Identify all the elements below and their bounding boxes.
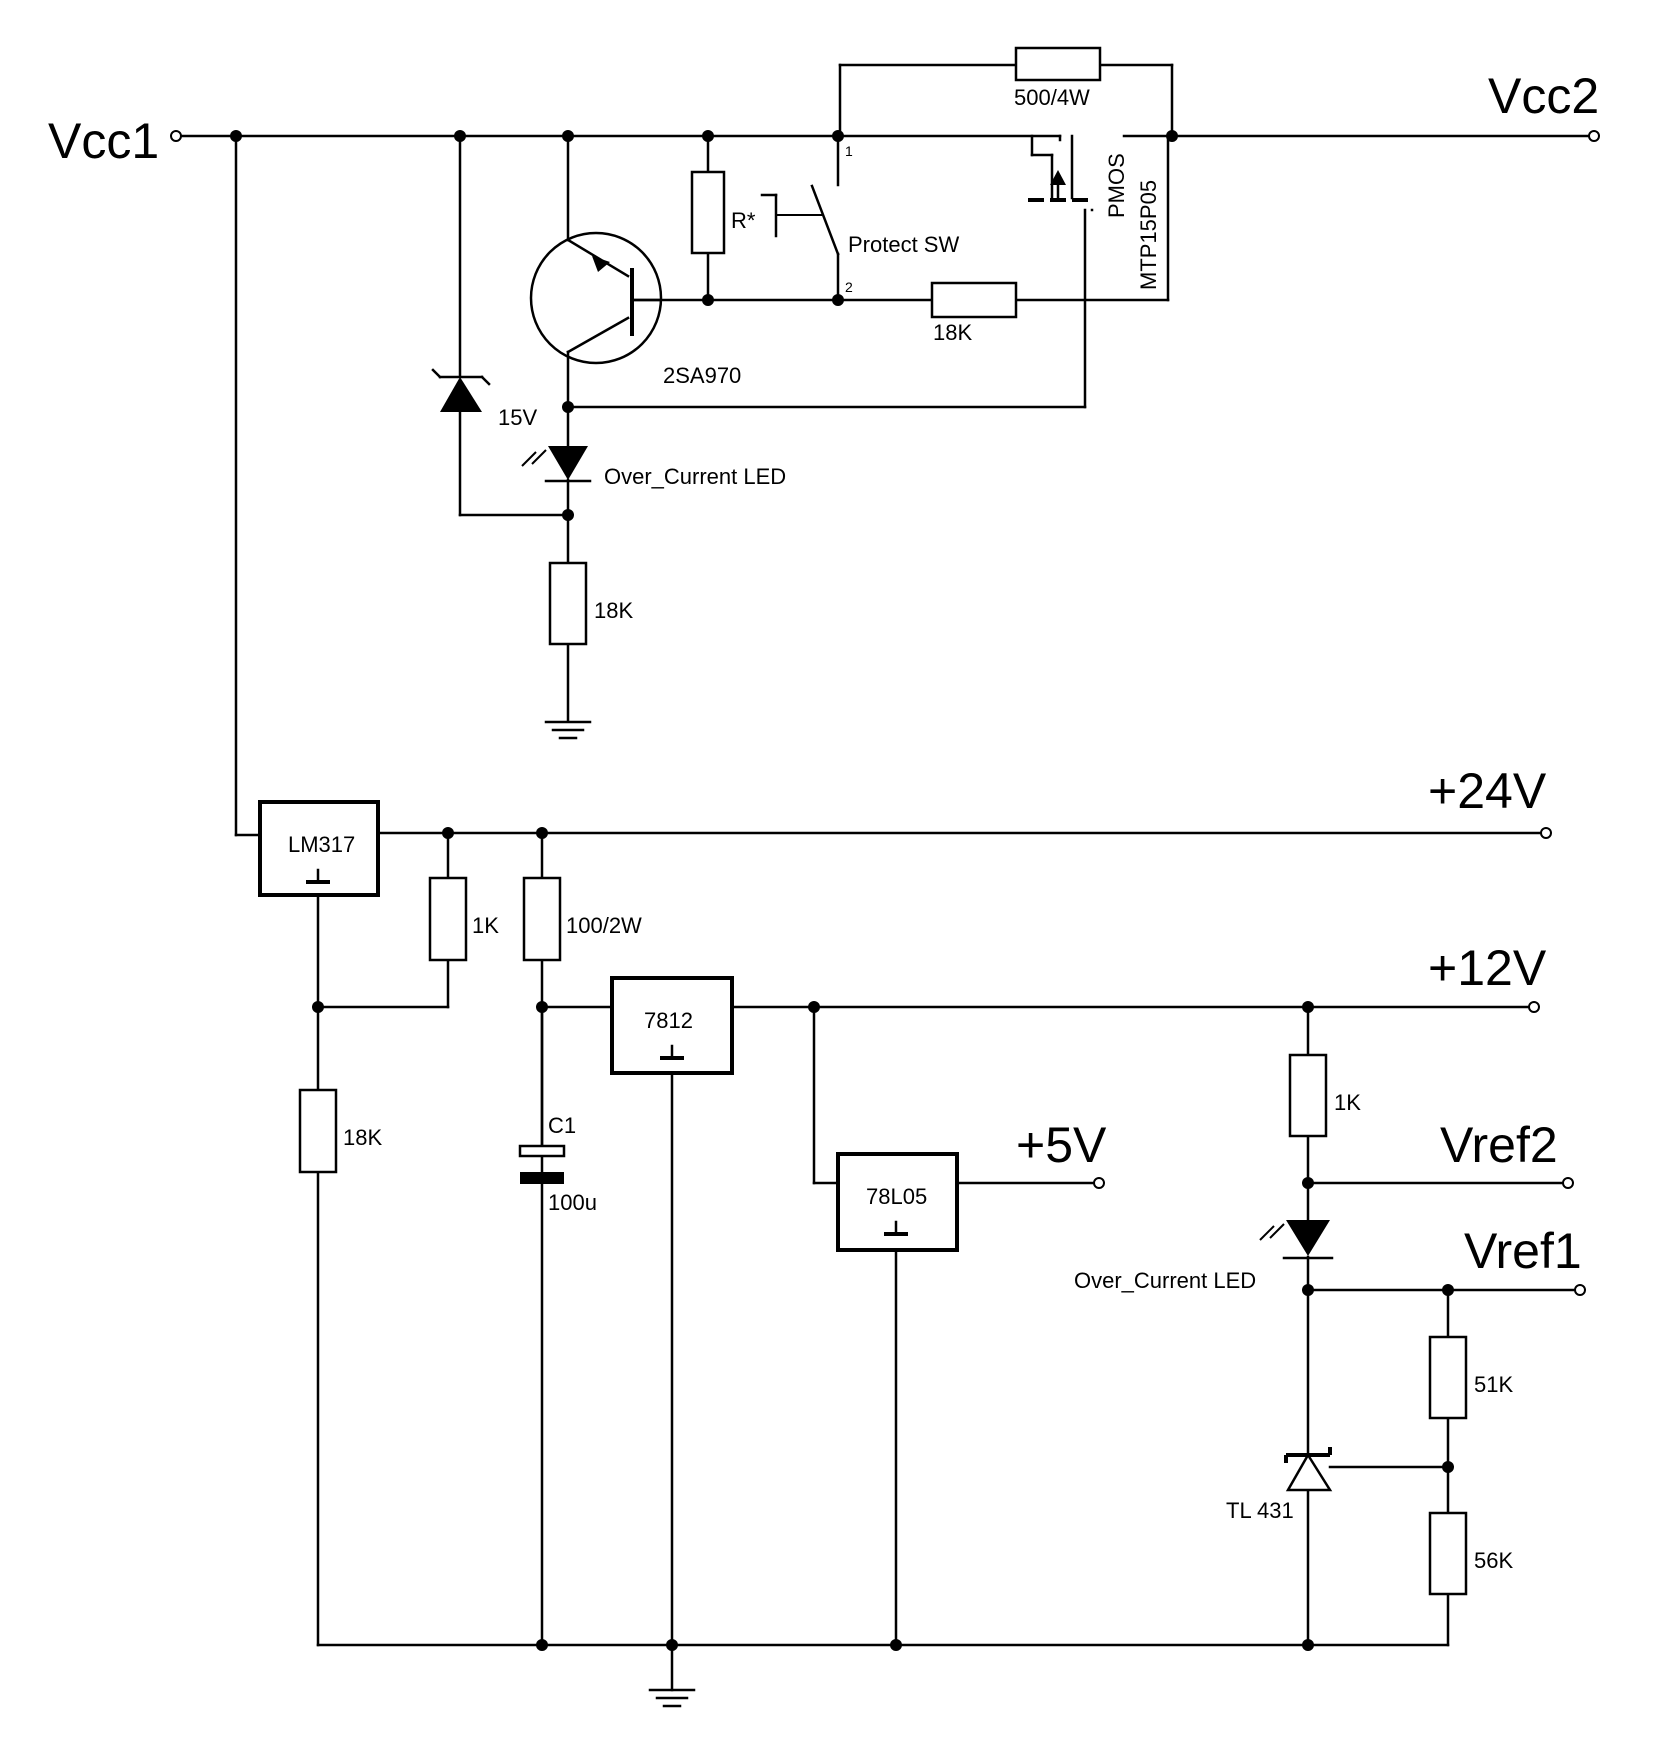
lm317-label: LM317: [288, 832, 355, 857]
led-resistor-top-label: 18K: [594, 598, 633, 623]
terminal-vref1: Vref1: [1464, 1223, 1586, 1296]
resistor-56k-label: 56K: [1474, 1548, 1513, 1573]
switch-pin-1: 1: [845, 143, 853, 159]
ground-bottom: [648, 1688, 696, 1708]
terminal-vref2: Vref2: [1440, 1117, 1574, 1189]
capacitor-c1: C1 100u: [518, 1113, 597, 1215]
regulator-78l05: 78L05: [836, 1152, 959, 1252]
led-top: Over_Current LED: [521, 446, 786, 489]
resistor-1k-adj-label: 1K: [472, 913, 499, 938]
pmos-part-label: MTP15P05: [1136, 180, 1161, 290]
lm317-regulator: LM317: [258, 800, 380, 897]
resistor-18k-adj-label: 18K: [343, 1125, 382, 1150]
resistor-1k-adj: 1K: [428, 876, 499, 962]
resistor-r-star-label: R*: [731, 208, 756, 233]
terminal-5v: +5V: [1016, 1117, 1107, 1189]
resistor-56k: 56K: [1428, 1511, 1513, 1596]
switch-pin-2: 2: [845, 279, 853, 295]
led-bottom-label: Over_Current LED: [1074, 1268, 1256, 1293]
terminal-12v: +12V: [1428, 940, 1547, 1013]
terminal-vcc2: Vcc2: [1488, 68, 1600, 142]
gate-resistor: 18K: [930, 281, 1018, 345]
v24-label: +24V: [1428, 763, 1547, 819]
v5-label: +5V: [1016, 1117, 1107, 1173]
pnp-transistor: 2SA970: [529, 231, 741, 388]
regulator-78l05-label: 78L05: [866, 1184, 927, 1209]
vcc2-label: Vcc2: [1488, 68, 1599, 124]
tl431-shunt-regulator: TL 431: [1226, 1447, 1333, 1523]
protect-switch: 1 2 Protect SW: [810, 143, 959, 295]
vref1-label: Vref1: [1464, 1223, 1582, 1279]
bypass-resistor: 500/4W: [1014, 46, 1102, 110]
vcc1-label: Vcc1: [48, 113, 159, 169]
resistor-100-2w-label: 100/2W: [566, 913, 642, 938]
pmos-type-label: PMOS: [1104, 153, 1129, 218]
led-resistor-top: 18K: [548, 561, 633, 646]
led-top-label: Over_Current LED: [604, 464, 786, 489]
capacitor-name-label: C1: [548, 1113, 576, 1138]
tl431-label: TL 431: [1226, 1498, 1294, 1523]
regulator-7812: 7812: [610, 976, 734, 1075]
gate-resistor-label: 18K: [933, 320, 972, 345]
led-bottom: Over_Current LED: [1074, 1220, 1334, 1293]
bottom-wires: [316, 831, 1578, 1692]
resistor-18k-adj: 18K: [298, 1088, 382, 1174]
resistor-r-star: R*: [690, 170, 822, 255]
resistor-100-2w: 100/2W: [522, 876, 642, 962]
top-junction-dots: [230, 130, 1178, 521]
top-rail-wires: [178, 63, 1592, 837]
bottom-junction-dots: [312, 827, 1454, 1651]
switch-label: Protect SW: [848, 232, 959, 257]
resistor-51k: 51K: [1428, 1335, 1513, 1420]
resistor-51k-label: 51K: [1474, 1372, 1513, 1397]
regulator-7812-label: 7812: [644, 1008, 693, 1033]
transistor-label: 2SA970: [663, 363, 741, 388]
zener-label: 15V: [498, 405, 537, 430]
v12-label: +12V: [1428, 940, 1547, 996]
vref2-label: Vref2: [1440, 1117, 1558, 1173]
resistor-1k-vref-label: 1K: [1334, 1090, 1361, 1115]
bypass-resistor-label: 500/4W: [1014, 85, 1090, 110]
pmos-transistor: PMOS MTP15P05: [1028, 134, 1161, 290]
terminal-vcc1: Vcc1: [48, 113, 182, 169]
zener-diode: 15V: [431, 368, 537, 430]
ground-top: [544, 720, 592, 740]
capacitor-value-label: 100u: [548, 1190, 597, 1215]
terminal-24v: +24V: [1428, 763, 1552, 839]
resistor-1k-vref: 1K: [1288, 1053, 1361, 1138]
